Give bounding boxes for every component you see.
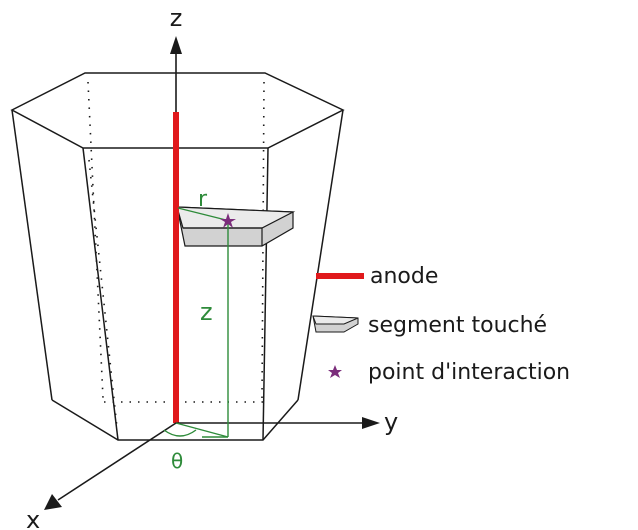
detector-edge-front-left	[82, 147, 119, 441]
y-axis-label: y	[384, 408, 398, 436]
height-label: z	[200, 298, 213, 326]
detector-edge-front-right	[262, 147, 269, 441]
cylindrical-coordinates	[163, 207, 229, 438]
z-axis-label: z	[170, 4, 183, 32]
legend-segment-icon	[312, 315, 359, 333]
legend-segment-label: segment touché	[368, 313, 547, 338]
theta-arc	[163, 429, 197, 437]
legend: anode segment touché point d'interaction	[312, 264, 570, 385]
x-axis-arrow-icon	[44, 494, 62, 510]
y-axis-arrow-icon	[362, 417, 380, 429]
legend-point-icon	[328, 365, 342, 378]
theta-label: θ	[171, 449, 183, 473]
hit-segment	[176, 206, 296, 247]
z-axis-arrow-icon	[170, 36, 182, 54]
radius-line	[177, 207, 227, 221]
x-axis-label: x	[26, 506, 40, 530]
hexagonal-detector	[10, 72, 345, 441]
projection-line	[175, 422, 229, 438]
detector-edge-left	[11, 109, 53, 401]
x-axis: x	[26, 422, 177, 530]
interaction-point-icon	[220, 213, 236, 228]
detector-edge-right	[297, 109, 344, 401]
detector-bottom-edge	[51, 399, 299, 441]
y-axis: y	[176, 408, 398, 436]
radius-label: r	[198, 187, 208, 212]
legend-anode-label: anode	[370, 264, 438, 289]
legend-point-label: point d'interaction	[368, 360, 570, 385]
detector-hidden-edges	[87, 81, 265, 429]
z-axis: z	[170, 4, 183, 112]
